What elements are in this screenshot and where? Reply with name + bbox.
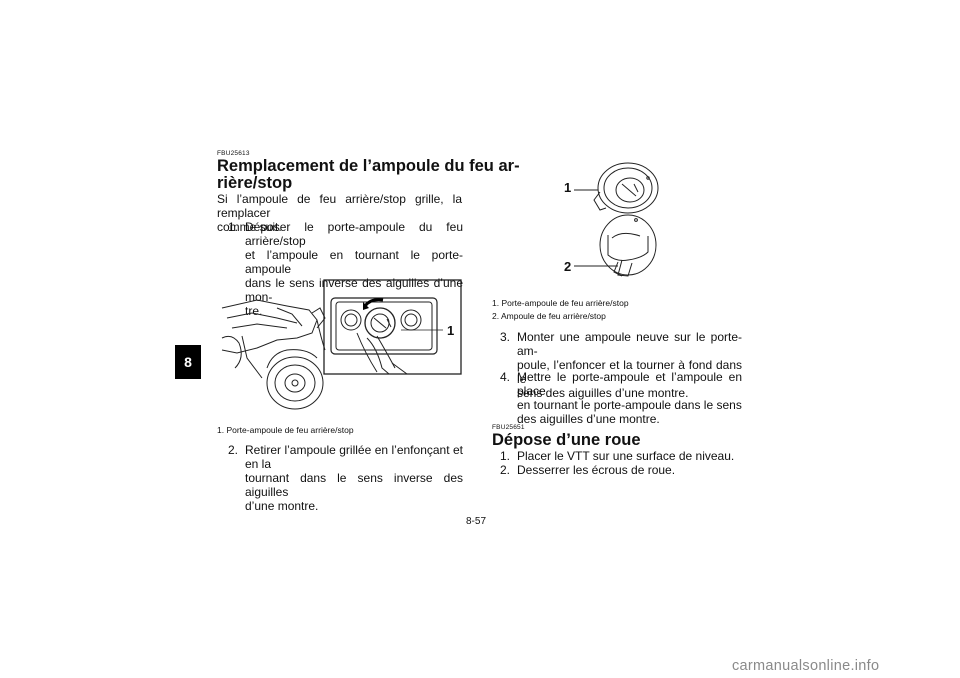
watermark: carmanualsonline.info bbox=[732, 658, 880, 674]
step-4: 4. Mettre le porte-ampoule et l’ampoule … bbox=[500, 370, 742, 426]
step-3: 3. Monter une ampoule neuve sur le porte… bbox=[500, 330, 742, 400]
section-code: FBU25613 bbox=[217, 150, 250, 157]
intro-paragraph: Si l’ampoule de feu arrière/stop grille,… bbox=[217, 192, 462, 234]
figure-caption-1: 1. Porte-ampoule de feu arrière/stop bbox=[492, 298, 629, 308]
bulb-and-holder-illustration bbox=[574, 162, 659, 277]
section-code: FBU25651 bbox=[492, 424, 525, 431]
tail-light-removal-illustration bbox=[221, 279, 462, 410]
figure-callout-2: 2 bbox=[564, 259, 572, 274]
figure-callout-1: 1 bbox=[447, 323, 455, 338]
step-1: 1. Déposer le porte-ampoule du feu arriè… bbox=[228, 220, 463, 318]
figure-caption-2: 2. Ampoule de feu arrière/stop bbox=[492, 311, 606, 321]
section-heading: Dépose d’une roue bbox=[492, 431, 641, 449]
section-heading: Remplacement de l’ampoule du feu ar- riè… bbox=[217, 157, 520, 192]
page-number: 8-57 bbox=[466, 516, 487, 527]
step-2: 2. Retirer l’ampoule grillée en l’enfonç… bbox=[228, 443, 463, 513]
figure-caption: 1. Porte-ampoule de feu arrière/stop bbox=[217, 425, 354, 435]
figure-callout-1: 1 bbox=[564, 180, 572, 195]
wheel-step-2: 2. Desserrer les écrous de roue. bbox=[500, 463, 676, 477]
chapter-tab: 8 bbox=[175, 345, 201, 379]
wheel-step-1: 1. Placer le VTT sur une surface de nive… bbox=[500, 449, 735, 463]
